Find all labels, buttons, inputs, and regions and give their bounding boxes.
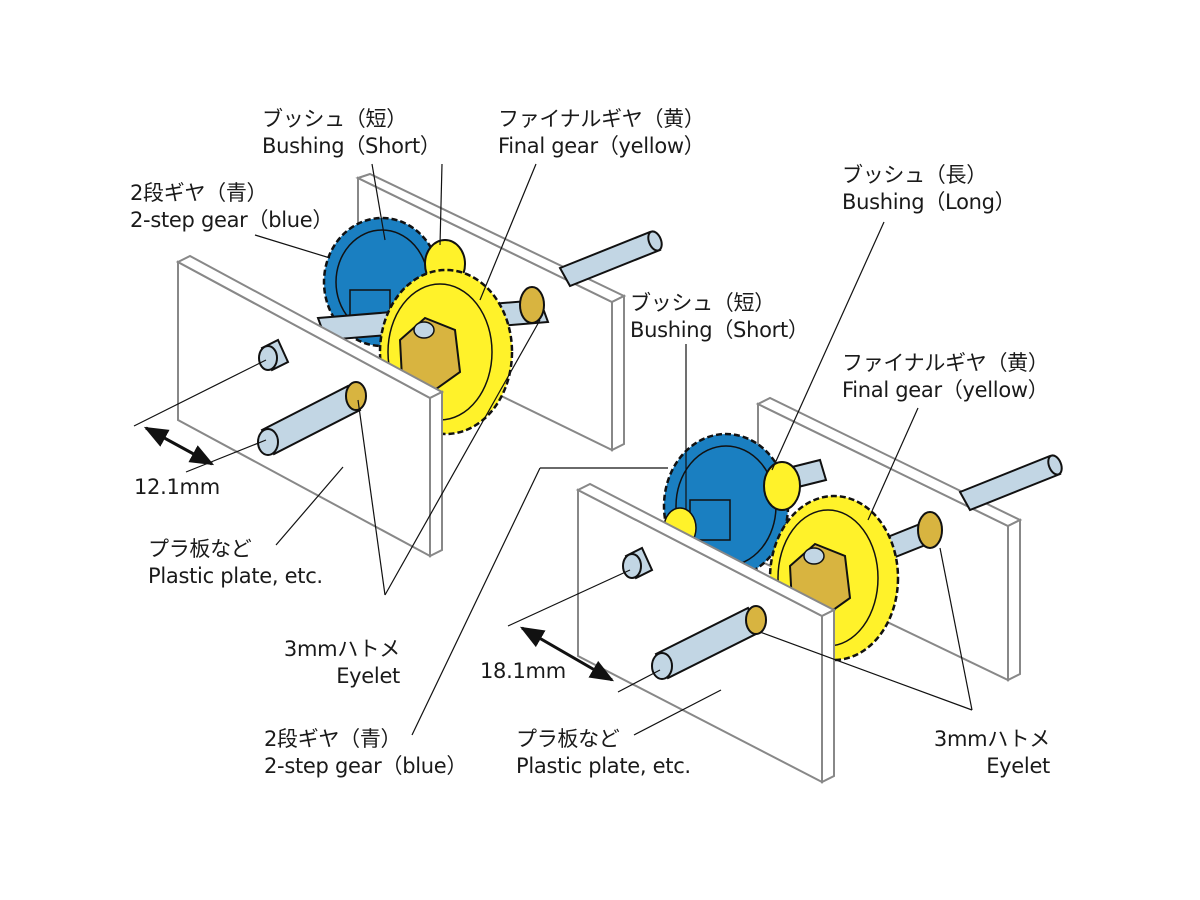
right-leader-lines — [411, 221, 973, 736]
label-right-two-step-gear: 2段ギヤ（青） 2-step gear（blue） — [264, 726, 467, 780]
label-jp: ブッシュ（短） — [630, 291, 775, 315]
right-assembly — [411, 221, 1063, 784]
label-left-dimension: 12.1mm — [134, 474, 220, 501]
label-en: Plastic plate, etc. — [148, 564, 323, 588]
label-jp: 2段ギヤ（青） — [264, 727, 402, 751]
label-jp: 3mmハトメ — [933, 727, 1050, 751]
label-left-bushing-short: ブッシュ（短） Bushing（Short） — [262, 106, 441, 160]
label-en: 2-step gear（blue） — [264, 754, 468, 778]
right-eyelet-back — [917, 511, 943, 549]
label-jp: 2段ギヤ（青） — [130, 181, 268, 205]
label-en: Final gear（yellow） — [498, 134, 705, 158]
label-left-plastic-plate: プラ板など Plastic plate, etc. — [148, 536, 323, 590]
left-output-shaft — [558, 230, 663, 288]
label-left-final-gear: ファイナルギヤ（黄） Final gear（yellow） — [498, 106, 705, 160]
label-en: Bushing（Short） — [630, 318, 809, 342]
label-jp: プラ板など — [516, 727, 620, 751]
right-long-bushing — [763, 461, 801, 511]
label-jp: 3mmハトメ — [283, 637, 400, 661]
right-front-shaft — [651, 605, 767, 680]
left-eyelet-back — [519, 286, 545, 324]
label-en: Bushing（Long） — [842, 190, 1016, 214]
label-right-dimension: 18.1mm — [480, 658, 566, 685]
label-jp: ブッシュ（長） — [842, 163, 987, 187]
dimension-value: 18.1mm — [480, 659, 566, 683]
label-jp: ファイナルギヤ（黄） — [498, 107, 705, 131]
left-leader-lines — [254, 163, 541, 596]
label-jp: プラ板など — [148, 537, 252, 561]
label-jp: ファイナルギヤ（黄） — [842, 351, 1049, 375]
label-en: Eyelet — [336, 664, 400, 688]
label-jp: ブッシュ（短） — [262, 107, 407, 131]
right-output-shaft — [958, 454, 1063, 512]
label-en: Eyelet — [986, 754, 1050, 778]
label-right-eyelet: 3mmハトメ Eyelet — [910, 726, 1050, 780]
label-right-final-gear: ファイナルギヤ（黄） Final gear（yellow） — [842, 350, 1049, 404]
left-assembly — [133, 163, 663, 596]
label-right-bushing-short: ブッシュ（短） Bushing（Short） — [630, 290, 809, 344]
label-en: Plastic plate, etc. — [516, 754, 691, 778]
right-dimension-arrow — [519, 626, 615, 682]
label-left-two-step-gear: 2段ギヤ（青） 2-step gear（blue） — [130, 180, 333, 234]
label-right-bushing-long: ブッシュ（長） Bushing（Long） — [842, 162, 1016, 216]
label-en: Bushing（Short） — [262, 134, 441, 158]
label-right-plastic-plate: プラ板など Plastic plate, etc. — [516, 726, 691, 780]
right-shaft-stub — [622, 546, 654, 580]
label-left-eyelet: 3mmハトメ Eyelet — [262, 636, 400, 690]
left-front-shaft — [257, 381, 367, 456]
dimension-value: 12.1mm — [134, 475, 220, 499]
left-dimension-arrow — [143, 426, 215, 466]
label-en: 2-step gear（blue） — [130, 208, 334, 232]
label-en: Final gear（yellow） — [842, 378, 1049, 402]
left-shaft-stub — [258, 338, 290, 372]
